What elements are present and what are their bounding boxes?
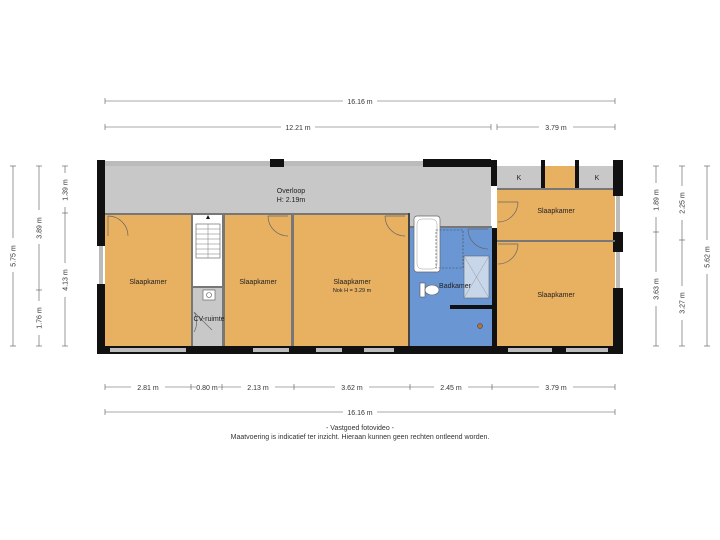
label-cv-ruimte: CV-ruimte	[193, 316, 224, 323]
window-b3	[316, 348, 342, 352]
footer-credit: - Vastgoed fotovideo -	[326, 425, 394, 432]
dim-top-right: 3.79 m	[545, 125, 567, 132]
wall-top-middle	[423, 159, 491, 167]
wall-bath-partition	[450, 305, 492, 309]
window-b4	[364, 348, 394, 352]
floors	[105, 166, 615, 348]
toilet-icon	[424, 284, 440, 296]
wall-top-right-3	[575, 160, 579, 188]
wall-top-right-2	[541, 160, 545, 188]
kast-2-floor	[577, 166, 615, 188]
label-slaapkamer-2: Slaapkamer	[239, 279, 277, 286]
door-badkamer	[467, 228, 489, 250]
wall-top-right-4	[613, 160, 623, 196]
wall-int-8	[497, 240, 615, 242]
wall-right-lower	[613, 288, 623, 354]
wall-left-window	[99, 246, 103, 284]
window-b5	[508, 348, 552, 352]
wall-int-10	[497, 188, 613, 190]
dim-bottom-5: 2.45 m	[440, 385, 462, 392]
toilet-tank	[419, 282, 426, 298]
slaapkamer-5-floor	[497, 242, 615, 346]
label-kast-2: K	[595, 175, 600, 182]
wall-int-1	[105, 213, 410, 215]
room-labels: Overloop H: 2.19m Slaapkamer Slaapkamer …	[129, 175, 599, 323]
slaapkamer-4-floor	[497, 188, 615, 240]
wall-int-2	[191, 215, 193, 346]
walls	[97, 159, 623, 354]
dim-right-a-2: 3.63 m	[654, 278, 661, 300]
dim-bottom-6: 3.79 m	[545, 385, 567, 392]
cv-boiler	[202, 289, 216, 301]
window-b2	[253, 348, 289, 352]
wall-int-7	[410, 226, 492, 228]
wall-top-block	[270, 159, 284, 167]
wall-left-upper	[97, 160, 105, 246]
dim-left-b-2: 1.76 m	[37, 307, 44, 329]
wall-right-window	[616, 196, 620, 232]
dim-left-total: 5.75 m	[11, 245, 18, 267]
label-slaapkamer-5: Slaapkamer	[537, 292, 575, 299]
drain-icon	[477, 323, 483, 329]
wall-int-6	[492, 228, 497, 346]
dim-left-a-1: 1.39 m	[63, 179, 70, 201]
window-b6	[566, 348, 608, 352]
dim-right-total: 5.62 m	[705, 246, 712, 268]
label-slaapkamer-3: Slaapkamer	[333, 279, 371, 286]
slaapkamer-1-floor	[105, 215, 192, 348]
wall-int-4	[291, 215, 294, 346]
wall-left-lower	[97, 284, 105, 354]
wall-top-light	[105, 161, 423, 166]
wall-int-3	[222, 215, 225, 346]
slaapkamer-3-floor	[294, 215, 409, 348]
stair-arrow-icon	[206, 215, 210, 219]
fixtures	[195, 215, 490, 329]
cv-boiler-icon	[206, 292, 212, 298]
door-cv-ruimte	[193, 311, 213, 333]
door-slaapkamer-3	[384, 215, 406, 237]
wall-top-right-1	[491, 160, 497, 186]
bathtub-inner	[416, 218, 438, 270]
footer-disclaimer: Maatvoering is indicatief ter inzicht. H…	[230, 434, 490, 441]
dim-bottom-3: 2.13 m	[247, 385, 269, 392]
dim-top-left: 12.21 m	[285, 125, 310, 132]
wall-bottom	[97, 346, 623, 354]
label-slaapkamer-1: Slaapkamer	[129, 279, 167, 286]
door-slaapkamer-2	[267, 215, 289, 237]
dim-right-b-1: 2.25 m	[680, 192, 687, 214]
door-slaapkamer-5	[497, 243, 519, 265]
dim-bottom-total: 16.16 m	[347, 410, 372, 417]
dim-right-b-2: 3.27 m	[680, 292, 687, 314]
dim-top-total: 16.16 m	[347, 99, 372, 106]
label-badkamer: Badkamer	[439, 283, 472, 290]
dim-right-a-1: 1.89 m	[654, 189, 661, 211]
door-slaapkamer-4	[497, 201, 519, 223]
shower-outline	[435, 229, 464, 269]
dim-left-a-2: 4.13 m	[63, 269, 70, 291]
dim-bottom-2: 0.80 m	[196, 385, 218, 392]
wall-int-5	[408, 213, 410, 346]
slaapkamer-2-floor	[225, 215, 291, 348]
dim-left-b-1: 3.89 m	[37, 217, 44, 239]
doors	[107, 201, 519, 333]
stair-treads	[196, 224, 220, 258]
label-overloop: Overloop	[277, 188, 306, 195]
label-overloop-height: H: 2.19m	[277, 197, 306, 204]
slaapkamer-4-landing	[543, 166, 577, 188]
kast-1-floor	[497, 166, 543, 188]
dimension-labels: 16.16 m 12.21 m 3.79 m 2.81 m 0.80 m 2.1…	[8, 96, 712, 417]
door-slaapkamer-1	[107, 215, 129, 237]
window-b1	[110, 348, 186, 352]
label-kast-1: K	[517, 175, 522, 182]
label-slaapkamer-3-nok: Nok H = 3.29 m	[333, 288, 372, 294]
label-slaapkamer-4: Slaapkamer	[537, 208, 575, 215]
dim-bottom-4: 3.62 m	[341, 385, 363, 392]
overloop-floor	[105, 166, 497, 240]
wall-right-mid	[613, 232, 623, 252]
wall-right-window-2	[616, 252, 620, 288]
dim-bottom-1: 2.81 m	[137, 385, 159, 392]
wall-int-9	[193, 286, 222, 288]
